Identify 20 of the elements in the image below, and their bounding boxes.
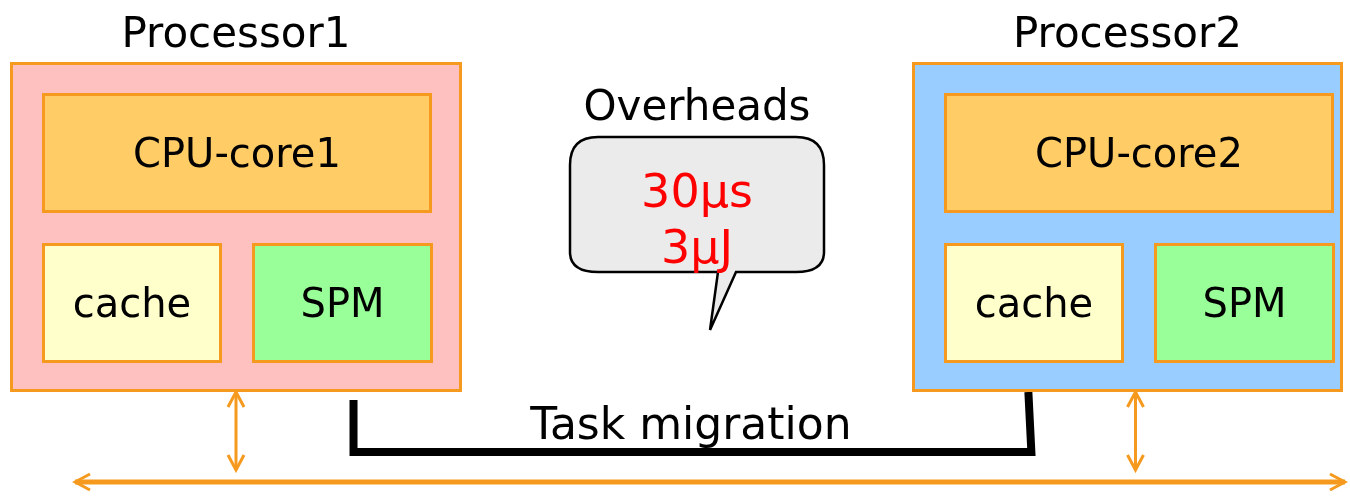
component-box xyxy=(252,243,433,363)
component-label: cache xyxy=(72,280,192,326)
overhead-value: 3μJ xyxy=(660,219,734,275)
double-arrow xyxy=(1126,390,1145,472)
bubble-heading: Overheads xyxy=(583,80,811,132)
component-box xyxy=(1154,243,1335,363)
component-box xyxy=(42,93,432,213)
overhead-value: 30μs xyxy=(641,163,753,219)
component-label: CPU-core1 xyxy=(133,130,341,176)
component-label: CPU-core2 xyxy=(1035,130,1243,176)
component-label: SPM xyxy=(1202,280,1287,326)
double-arrow xyxy=(226,390,246,472)
component-box xyxy=(42,243,222,363)
component-label: SPM xyxy=(300,280,385,326)
component-label: cache xyxy=(974,280,1094,326)
connector-line xyxy=(349,391,1036,456)
component-box xyxy=(944,243,1124,363)
processor-heading: Processor1 xyxy=(121,7,351,59)
processor-heading: Processor2 xyxy=(1013,7,1242,59)
component-box xyxy=(944,93,1334,213)
